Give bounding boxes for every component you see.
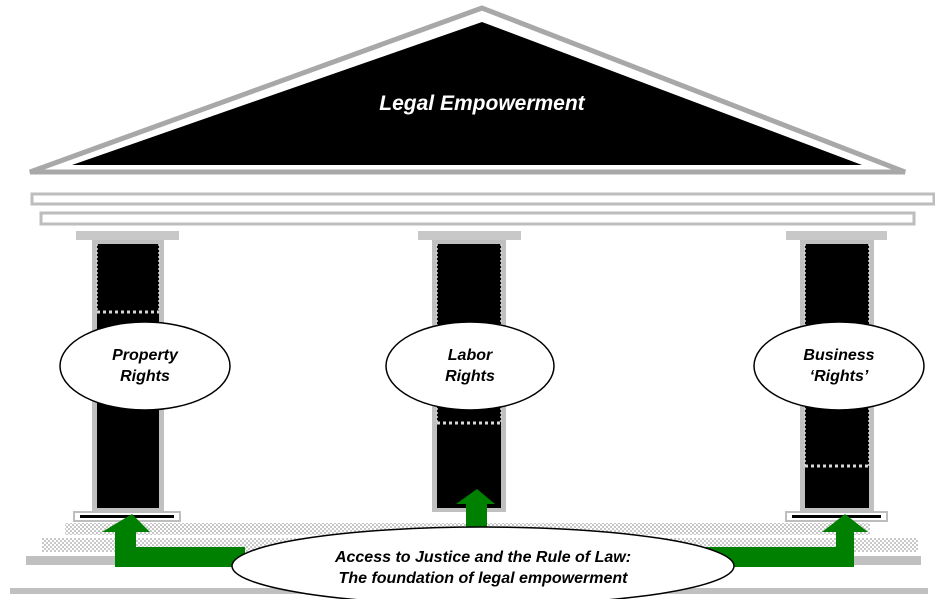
roof-fill bbox=[72, 22, 862, 165]
column-capital bbox=[786, 231, 887, 240]
roof: Legal Empowerment bbox=[29, 5, 906, 175]
foundation-line2: The foundation of legal empowerment bbox=[339, 570, 629, 587]
entablature bbox=[30, 192, 935, 226]
label-ellipse bbox=[59, 321, 231, 411]
architrave-bar bbox=[39, 211, 916, 226]
pillar-label-line1: Property bbox=[112, 347, 179, 364]
foundation-line1: Access to Justice and the Rule of Law: bbox=[334, 549, 631, 566]
label-ellipse bbox=[385, 321, 555, 411]
pillar-label-line1: Business bbox=[803, 347, 874, 364]
pillar-label-line2: Rights bbox=[120, 368, 170, 385]
label-ellipse bbox=[753, 321, 925, 411]
column-base-line bbox=[80, 515, 174, 518]
arrow-up-left-icon bbox=[102, 514, 245, 567]
roof-title: Legal Empowerment bbox=[379, 92, 585, 115]
foundation-label: Access to Justice and the Rule of Law: T… bbox=[231, 526, 735, 599]
foundation-ellipse bbox=[231, 526, 735, 599]
pillar-label-line1: Labor bbox=[448, 347, 493, 364]
arrow-up-right-icon bbox=[700, 514, 868, 567]
column-capital bbox=[76, 231, 179, 240]
pillar-label-property: Property Rights bbox=[59, 321, 231, 411]
cornice-bar bbox=[30, 192, 935, 206]
pillar-label-line2: Rights bbox=[445, 368, 495, 385]
green-arrows bbox=[102, 489, 868, 567]
column-base-line bbox=[792, 515, 881, 518]
pillar-label-business: Business ‘Rights’ bbox=[753, 321, 925, 411]
pillar-label-labor: Labor Rights bbox=[385, 321, 555, 411]
arrow-up-center-icon bbox=[456, 489, 495, 531]
column-capital bbox=[418, 231, 521, 240]
pillar-label-line2: ‘Rights’ bbox=[810, 368, 869, 385]
